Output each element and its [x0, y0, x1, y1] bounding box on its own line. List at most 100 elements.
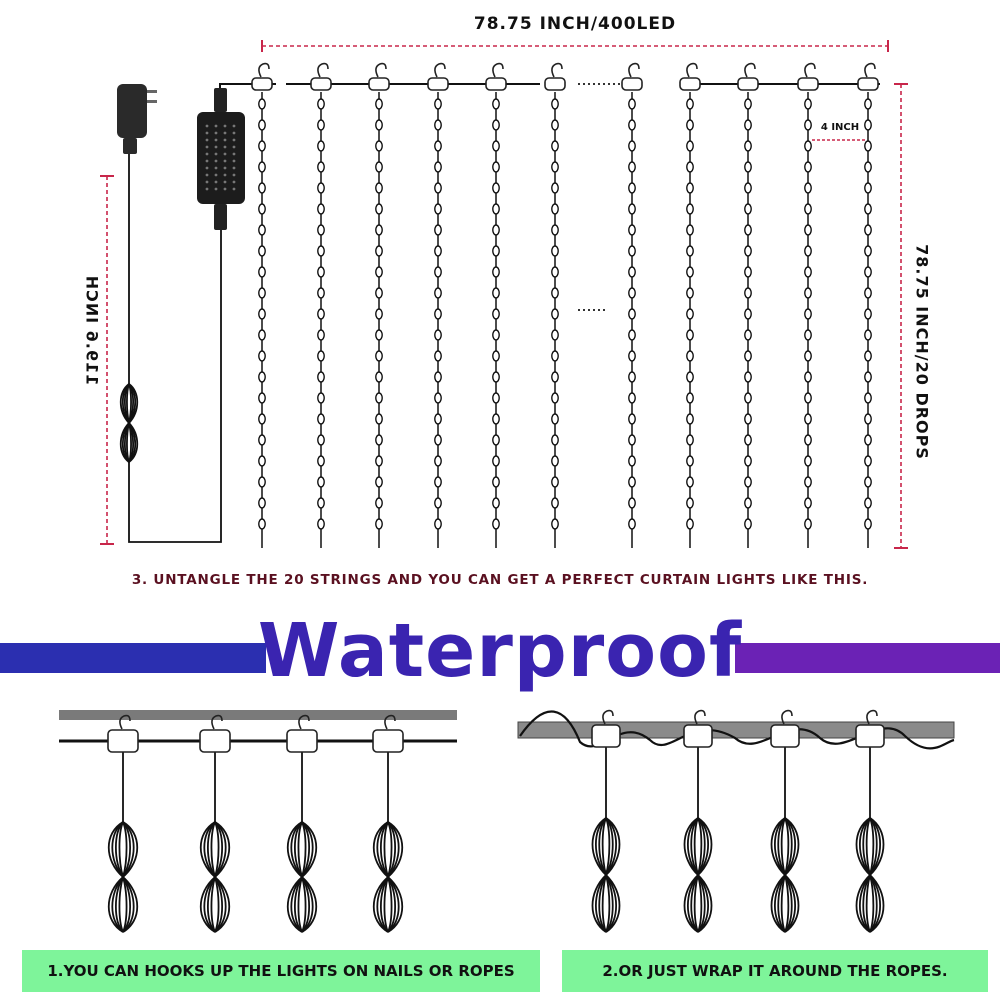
led-bulb [258, 371, 266, 383]
led-bulb [492, 434, 500, 446]
led-bulb [744, 98, 752, 110]
led-bulb [864, 119, 872, 131]
led-bulb [258, 245, 266, 257]
light-drop [797, 62, 819, 548]
light-drop [857, 62, 879, 548]
led-bulb [375, 455, 383, 467]
led-bulb [864, 182, 872, 194]
led-bulb [375, 224, 383, 236]
led-bulb [686, 287, 694, 299]
led-bulb [686, 434, 694, 446]
led-bulb [864, 140, 872, 152]
led-bulb [317, 308, 325, 320]
dimension-lines [100, 40, 908, 549]
hook-icon [251, 62, 273, 91]
led-bulb [375, 497, 383, 509]
led-bulb [551, 98, 559, 110]
led-bulb [434, 245, 442, 257]
led-bulb [551, 476, 559, 488]
mounting-beam [517, 721, 955, 739]
waterproof-title: Waterproof [257, 608, 743, 694]
title-bar-right [735, 643, 1000, 673]
led-bulb [551, 287, 559, 299]
led-bulb [434, 140, 442, 152]
untangle-caption: 3. UNTANGLE THE 20 STRINGS AND YOU CAN G… [131, 572, 869, 588]
led-bulb [804, 245, 812, 257]
led-bulb [258, 329, 266, 341]
led-bulb [317, 518, 325, 530]
led-bulb [744, 329, 752, 341]
led-bulb [492, 266, 500, 278]
led-bulb [258, 182, 266, 194]
height-dimension-label: 78.75 INCH/20 DROPS [912, 244, 932, 460]
led-bulb [686, 161, 694, 173]
led-bulb [628, 182, 636, 194]
led-bulb [434, 224, 442, 236]
bundled-string-icon [683, 817, 713, 933]
led-bulb [864, 308, 872, 320]
led-bulb [317, 245, 325, 257]
hook-icon [857, 62, 879, 91]
bundled-string-icon [200, 821, 230, 933]
hook-icon [427, 62, 449, 91]
led-bulb [628, 308, 636, 320]
led-bulb [744, 245, 752, 257]
led-bulb [551, 203, 559, 215]
led-bulb [492, 350, 500, 362]
led-bulb [628, 350, 636, 362]
led-bulb [317, 182, 325, 194]
wrap-caption: 2.OR JUST WRAP IT AROUND THE ROPES. [562, 950, 988, 992]
led-bulb [492, 308, 500, 320]
led-bulb [864, 518, 872, 530]
led-bulb [864, 350, 872, 362]
led-bulb [744, 266, 752, 278]
led-bulb [551, 518, 559, 530]
led-bulb [804, 98, 812, 110]
led-bulb [317, 350, 325, 362]
led-bulb [864, 161, 872, 173]
led-bulb [375, 245, 383, 257]
led-bulb [434, 98, 442, 110]
led-bulb [375, 308, 383, 320]
light-drop [310, 62, 332, 548]
bundled-string-icon [119, 383, 139, 463]
led-bulb [628, 497, 636, 509]
light-drop [679, 62, 701, 548]
led-bulb [686, 203, 694, 215]
led-bulb [317, 413, 325, 425]
led-bulb [686, 371, 694, 383]
led-bulb [864, 287, 872, 299]
led-bulb [628, 518, 636, 530]
hook-icon [770, 709, 800, 748]
led-bulb [744, 371, 752, 383]
led-bulb [258, 140, 266, 152]
hanging-string [683, 709, 713, 820]
hook-icon [485, 62, 507, 91]
led-bulb [628, 434, 636, 446]
led-bulb [317, 119, 325, 131]
led-bulb [551, 497, 559, 509]
led-bulb [686, 350, 694, 362]
light-drop [621, 62, 643, 548]
led-bulb [258, 266, 266, 278]
led-bulb [434, 434, 442, 446]
led-bulb [686, 140, 694, 152]
bundled-string-icon [287, 821, 317, 933]
led-bulb [317, 455, 325, 467]
led-bulb [551, 434, 559, 446]
led-bulb [258, 98, 266, 110]
led-bulb [686, 266, 694, 278]
led-bulb [864, 203, 872, 215]
led-bulb [804, 203, 812, 215]
led-bulb [744, 140, 752, 152]
led-bulb [492, 329, 500, 341]
led-bulb [744, 518, 752, 530]
led-bulb [804, 287, 812, 299]
led-bulb [686, 413, 694, 425]
led-bulb [434, 371, 442, 383]
led-bulb [492, 98, 500, 110]
light-drop [427, 62, 449, 548]
led-bulb [864, 497, 872, 509]
led-bulb [317, 476, 325, 488]
led-bulb [375, 140, 383, 152]
